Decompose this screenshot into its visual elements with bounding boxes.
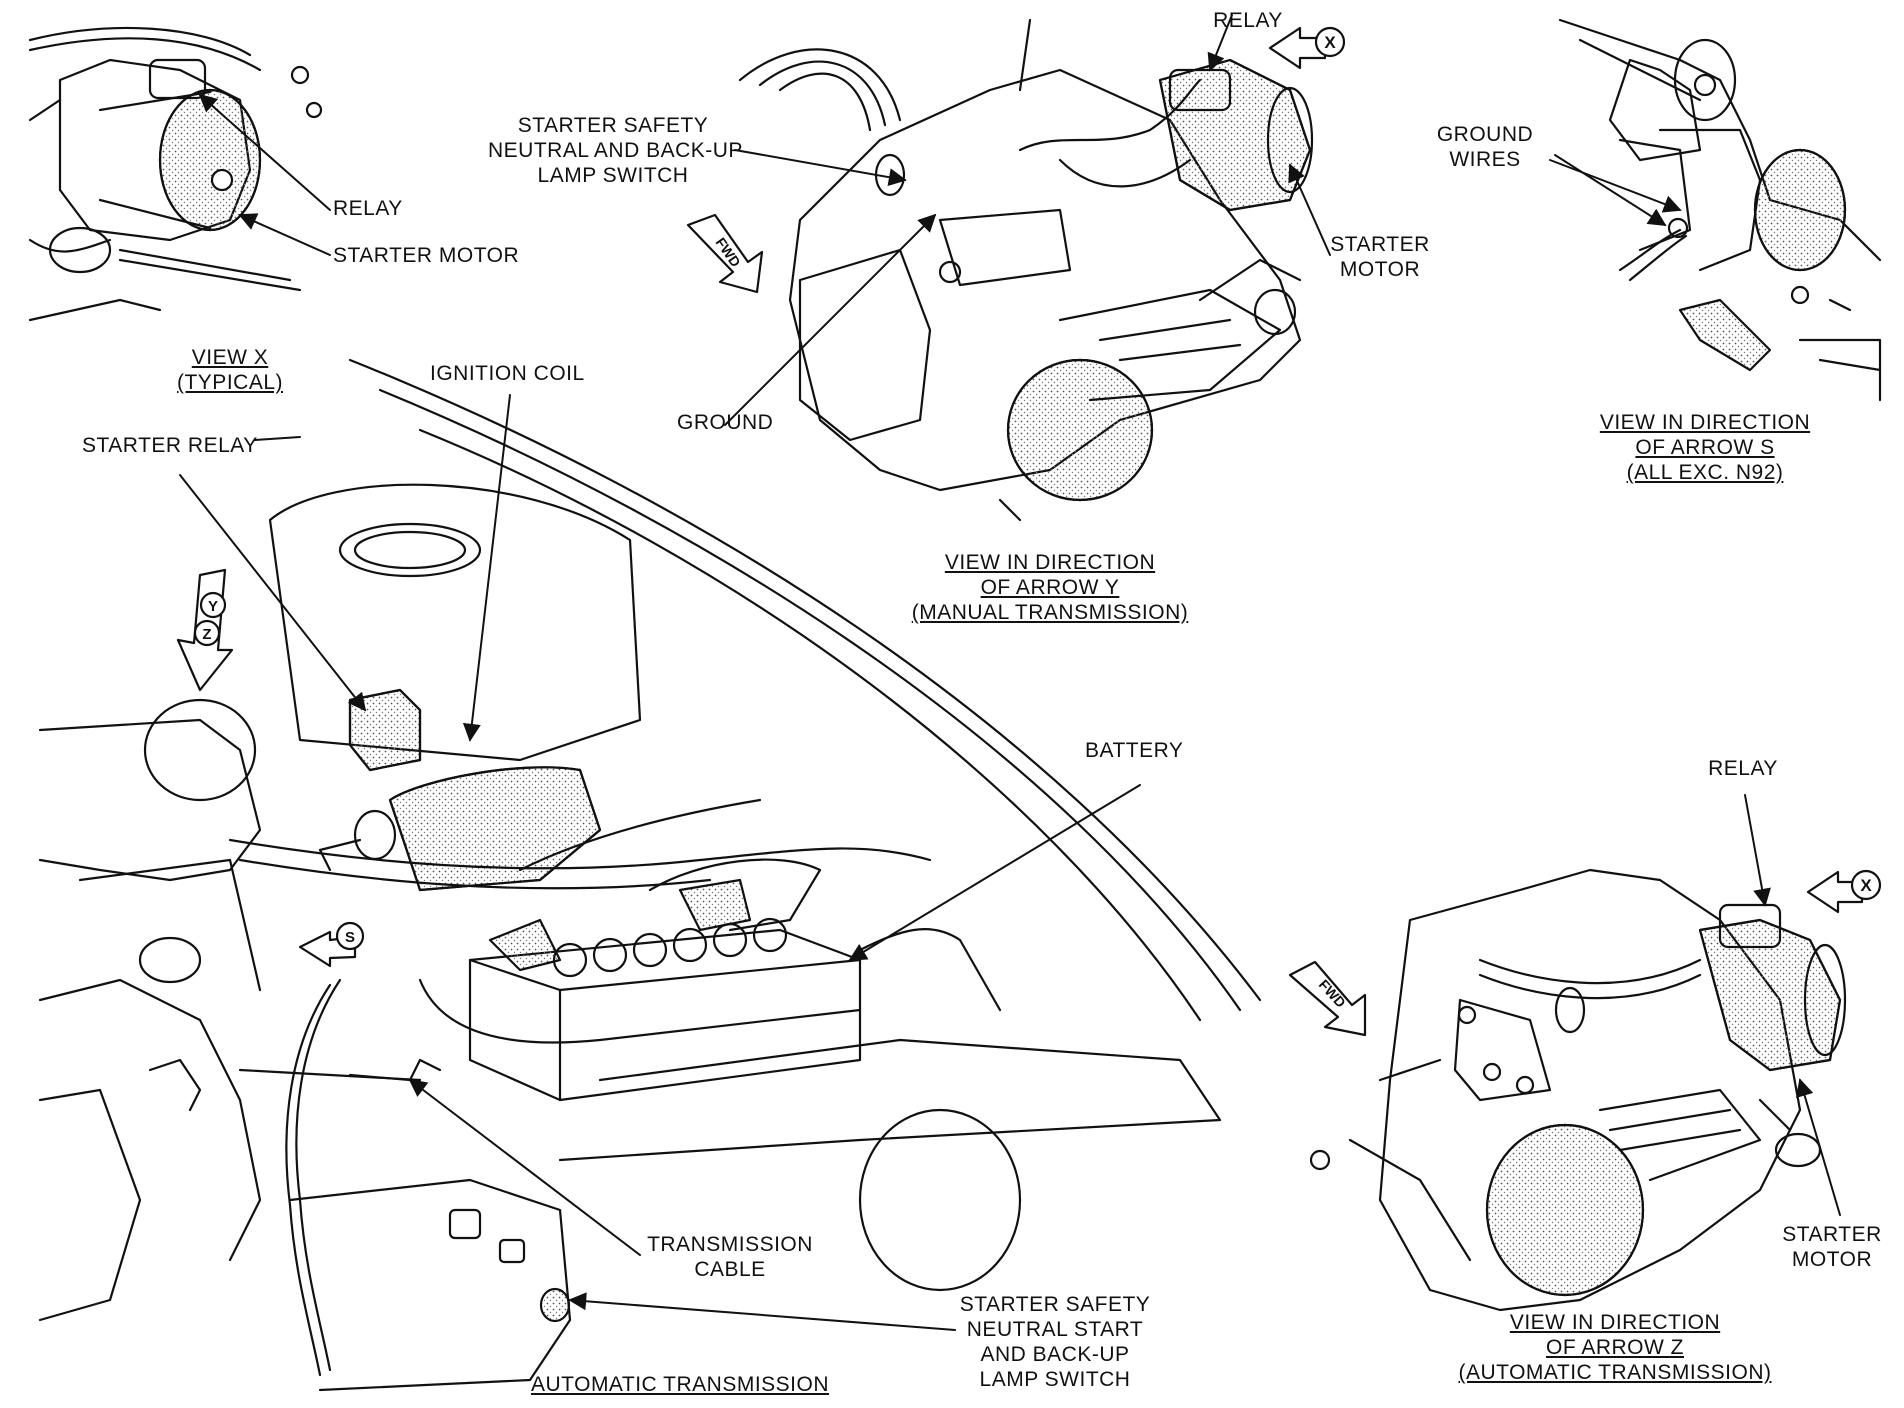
view-y-drawing: [738, 18, 1314, 502]
view-s-drawing: [1558, 18, 1882, 402]
caption-view-z-line-1: VIEW IN DIRECTION: [1509, 1311, 1721, 1334]
caption-view-s: VIEW IN DIRECTION OF ARROW S (ALL EXC. N…: [1570, 410, 1840, 485]
caption-view-z-line-3: (AUTOMATIC TRANSMISSION): [1458, 1361, 1772, 1384]
label-y-relay: RELAY: [1213, 9, 1283, 32]
caption-view-y: VIEW IN DIRECTION OF ARROW Y (MANUAL TRA…: [900, 550, 1200, 625]
label-auto-safety-switch: STARTER SAFETY NEUTRAL START AND BACK-UP…: [959, 1293, 1151, 1391]
x-arrow-top: [1268, 26, 1346, 70]
caption-view-y-line-2: OF ARROW Y: [980, 576, 1120, 599]
caption-view-s-line-2: OF ARROW S: [1635, 436, 1775, 459]
caption-view-y-line-3: (MANUAL TRANSMISSION): [911, 601, 1189, 624]
label-view-x-relay: RELAY: [333, 197, 403, 220]
view-z-drawing: [1309, 868, 1847, 1312]
label-s-ground-wires: GROUND WIRES: [1436, 123, 1534, 171]
label-ignition-coil: IGNITION COIL: [430, 362, 585, 385]
fwd-arrow-y: [686, 213, 764, 294]
leader-lines: [179, 14, 1841, 1331]
arrow-x-letter-z: X: [1860, 876, 1872, 895]
caption-view-z-line-2: OF ARROW Z: [1546, 1336, 1684, 1359]
x-arrow-z: [1806, 869, 1882, 914]
main-engine-bay-drawing: [38, 358, 1262, 1392]
label-y-starter-motor: STARTER MOTOR: [1330, 233, 1430, 281]
label-view-x-starter-motor: STARTER MOTOR: [333, 244, 520, 267]
label-z-relay: RELAY: [1708, 757, 1778, 780]
arrow-s-letter: S: [345, 929, 355, 946]
arrow-z-letter: Z: [202, 626, 211, 643]
fwd-arrow-z: [1288, 960, 1367, 1037]
label-y-ground: GROUND: [677, 411, 774, 434]
caption-view-x-line-2: (TYPICAL): [176, 371, 283, 394]
arrow-x-letter-top: X: [1324, 33, 1336, 52]
label-y-safety-switch: STARTER SAFETY NEUTRAL AND BACK-UP LAMP …: [488, 114, 743, 187]
caption-view-z: VIEW IN DIRECTION OF ARROW Z (AUTOMATIC …: [1445, 1310, 1785, 1385]
caption-automatic-transmission-line-1: AUTOMATIC TRANSMISSION: [530, 1373, 830, 1396]
caption-view-x-line-1: VIEW X: [191, 346, 269, 369]
s-arrow-main: [298, 921, 365, 968]
caption-view-s-line-1: VIEW IN DIRECTION: [1599, 411, 1811, 434]
yz-arrow-main: [176, 568, 234, 692]
view-x-drawing: [28, 26, 323, 322]
caption-view-x: VIEW X (TYPICAL): [130, 345, 330, 395]
arrow-y-letter: Y: [208, 598, 218, 615]
label-battery: BATTERY: [1085, 739, 1184, 762]
caption-view-s-line-3: (ALL EXC. N92): [1626, 461, 1784, 484]
label-transmission-cable: TRANSMISSION CABLE: [647, 1233, 813, 1281]
caption-view-y-line-1: VIEW IN DIRECTION: [944, 551, 1156, 574]
label-starter-relay: STARTER RELAY: [82, 434, 258, 457]
label-z-starter-motor: STARTER MOTOR: [1782, 1223, 1882, 1271]
caption-automatic-transmission: AUTOMATIC TRANSMISSION: [510, 1372, 850, 1397]
